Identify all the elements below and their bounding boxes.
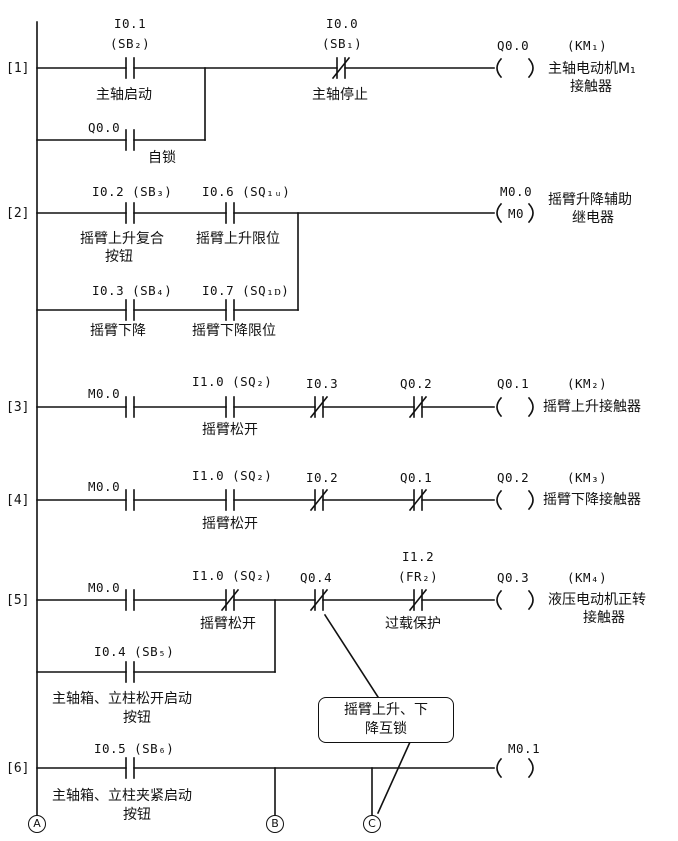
- contact-label-i12: I1.2: [402, 549, 435, 564]
- contact-label-sb1: (SB₁): [322, 36, 363, 51]
- coil-m00: [496, 202, 503, 224]
- contact-label-i03: I0.3: [306, 376, 339, 391]
- contact-label-q04: Q0.4: [300, 570, 333, 585]
- interlock-callout: 摇臂上升、下 降互锁: [318, 697, 454, 743]
- contact-desc-arm-release-r3: 摇臂松开: [202, 422, 258, 438]
- contact-desc-arm-release-r5: 摇臂松开: [200, 616, 256, 632]
- coil-label-m01: M0.1: [508, 741, 541, 756]
- contact-label-q00-selflock: Q0.0: [88, 120, 121, 135]
- coil-label-m00: M0.0: [500, 184, 533, 199]
- contact-desc-overload: 过载保护: [385, 616, 441, 632]
- contact-label-q01: Q0.1: [400, 470, 433, 485]
- contact-desc-button-1: 按钮: [105, 249, 133, 265]
- rung-number-1: [1]: [6, 61, 30, 76]
- contact-desc-arm-up-button: 摇臂上升复合: [80, 231, 164, 247]
- coil-label-km4: (KM₄): [567, 570, 608, 585]
- callout-line-2: 降互锁: [365, 721, 407, 737]
- contact-desc-self-lock: 自锁: [148, 150, 176, 166]
- rung-number-6: [6]: [6, 761, 30, 776]
- contact-label-sq2-r5: I1.0 (SQ₂): [192, 568, 273, 583]
- contact-label-fr2: (FR₂): [398, 569, 439, 584]
- coil-desc-aux-relay: 摇臂升降辅助: [548, 192, 632, 208]
- coil-label-q00: Q0.0: [497, 38, 530, 53]
- callout-line-1: 摇臂上升、下: [344, 702, 428, 718]
- rung-number-3: [3]: [6, 400, 30, 415]
- coil-label-q01: Q0.1: [497, 376, 530, 391]
- coil-desc-contactor-5: 接触器: [583, 610, 625, 626]
- coil-label-km1: (KM₁): [567, 38, 608, 53]
- coil-desc-arm-up-contactor: 摇臂上升接触器: [543, 399, 641, 415]
- coil-label-q02: Q0.2: [497, 470, 530, 485]
- coil-desc-relay: 继电器: [572, 210, 614, 226]
- coil-desc-contactor-1: 接触器: [570, 79, 612, 95]
- coil-q03: [496, 589, 503, 611]
- terminal-a: A: [28, 815, 46, 833]
- contact-desc-arm-up-limit: 摇臂上升限位: [196, 231, 280, 247]
- coil-inner-m0: M0: [508, 206, 525, 221]
- coil-desc-spindle-motor: 主轴电动机M₁: [548, 61, 636, 77]
- coil-label-km3: (KM₃): [567, 470, 608, 485]
- contact-label-sb5: I0.4 (SB₅): [94, 644, 175, 659]
- coil-label-km2: (KM₂): [567, 376, 608, 391]
- contact-label-q02: Q0.2: [400, 376, 433, 391]
- contact-desc-arm-down: 摇臂下降: [90, 323, 146, 339]
- coil-desc-hydraulic-motor: 液压电动机正转: [548, 592, 646, 608]
- coil-q01: [496, 396, 503, 418]
- contact-desc-arm-release-r4: 摇臂松开: [202, 516, 258, 532]
- coil-m01: [496, 757, 503, 779]
- contact-label-m00-r3: M0.0: [88, 386, 121, 401]
- contact-label-sb2: (SB₂): [110, 36, 151, 51]
- coil-desc-arm-down-contactor: 摇臂下降接触器: [543, 492, 641, 508]
- contact-label-m00-r5: M0.0: [88, 580, 121, 595]
- contact-label-sq1u: I0.6 (SQ₁ᵤ): [202, 184, 291, 199]
- contact-label-sq2-r3: I1.0 (SQ₂): [192, 374, 273, 389]
- contact-desc-spindle-stop: 主轴停止: [312, 87, 368, 103]
- contact-label-sb3: I0.2 (SB₃): [92, 184, 173, 199]
- contact-desc-clamp-start: 主轴箱、立柱夹紧启动: [52, 788, 192, 804]
- coil-q00: [496, 57, 503, 79]
- terminal-b: B: [266, 815, 284, 833]
- contact-desc-release-start: 主轴箱、立柱松开启动: [52, 691, 192, 707]
- contact-desc-spindle-start: 主轴启动: [96, 87, 152, 103]
- contact-label-i00: I0.0: [326, 16, 359, 31]
- rung-number-2: [2]: [6, 206, 30, 221]
- contact-desc-button-5: 按钮: [123, 710, 151, 726]
- rung-number-4: [4]: [6, 493, 30, 508]
- terminal-c: C: [363, 815, 381, 833]
- contact-label-sb6: I0.5 (SB₆): [94, 741, 175, 756]
- coil-label-q03: Q0.3: [497, 570, 530, 585]
- contact-label-sq2-r4: I1.0 (SQ₂): [192, 468, 273, 483]
- contact-label-m00-r4: M0.0: [88, 479, 121, 494]
- callout-leader-1: [323, 613, 380, 699]
- callout-leader-2: [376, 740, 412, 815]
- contact-label-i02: I0.2: [306, 470, 339, 485]
- contact-desc-arm-down-limit: 摇臂下降限位: [192, 323, 276, 339]
- rung-number-5: [5]: [6, 593, 30, 608]
- contact-desc-button-6: 按钮: [123, 807, 151, 823]
- contact-label-i01: I0.1: [114, 16, 147, 31]
- contact-label-sb4: I0.3 (SB₄): [92, 283, 173, 298]
- contact-label-sq1d: I0.7 (SQ₁ᴅ): [202, 283, 290, 298]
- coil-q02: [496, 489, 503, 511]
